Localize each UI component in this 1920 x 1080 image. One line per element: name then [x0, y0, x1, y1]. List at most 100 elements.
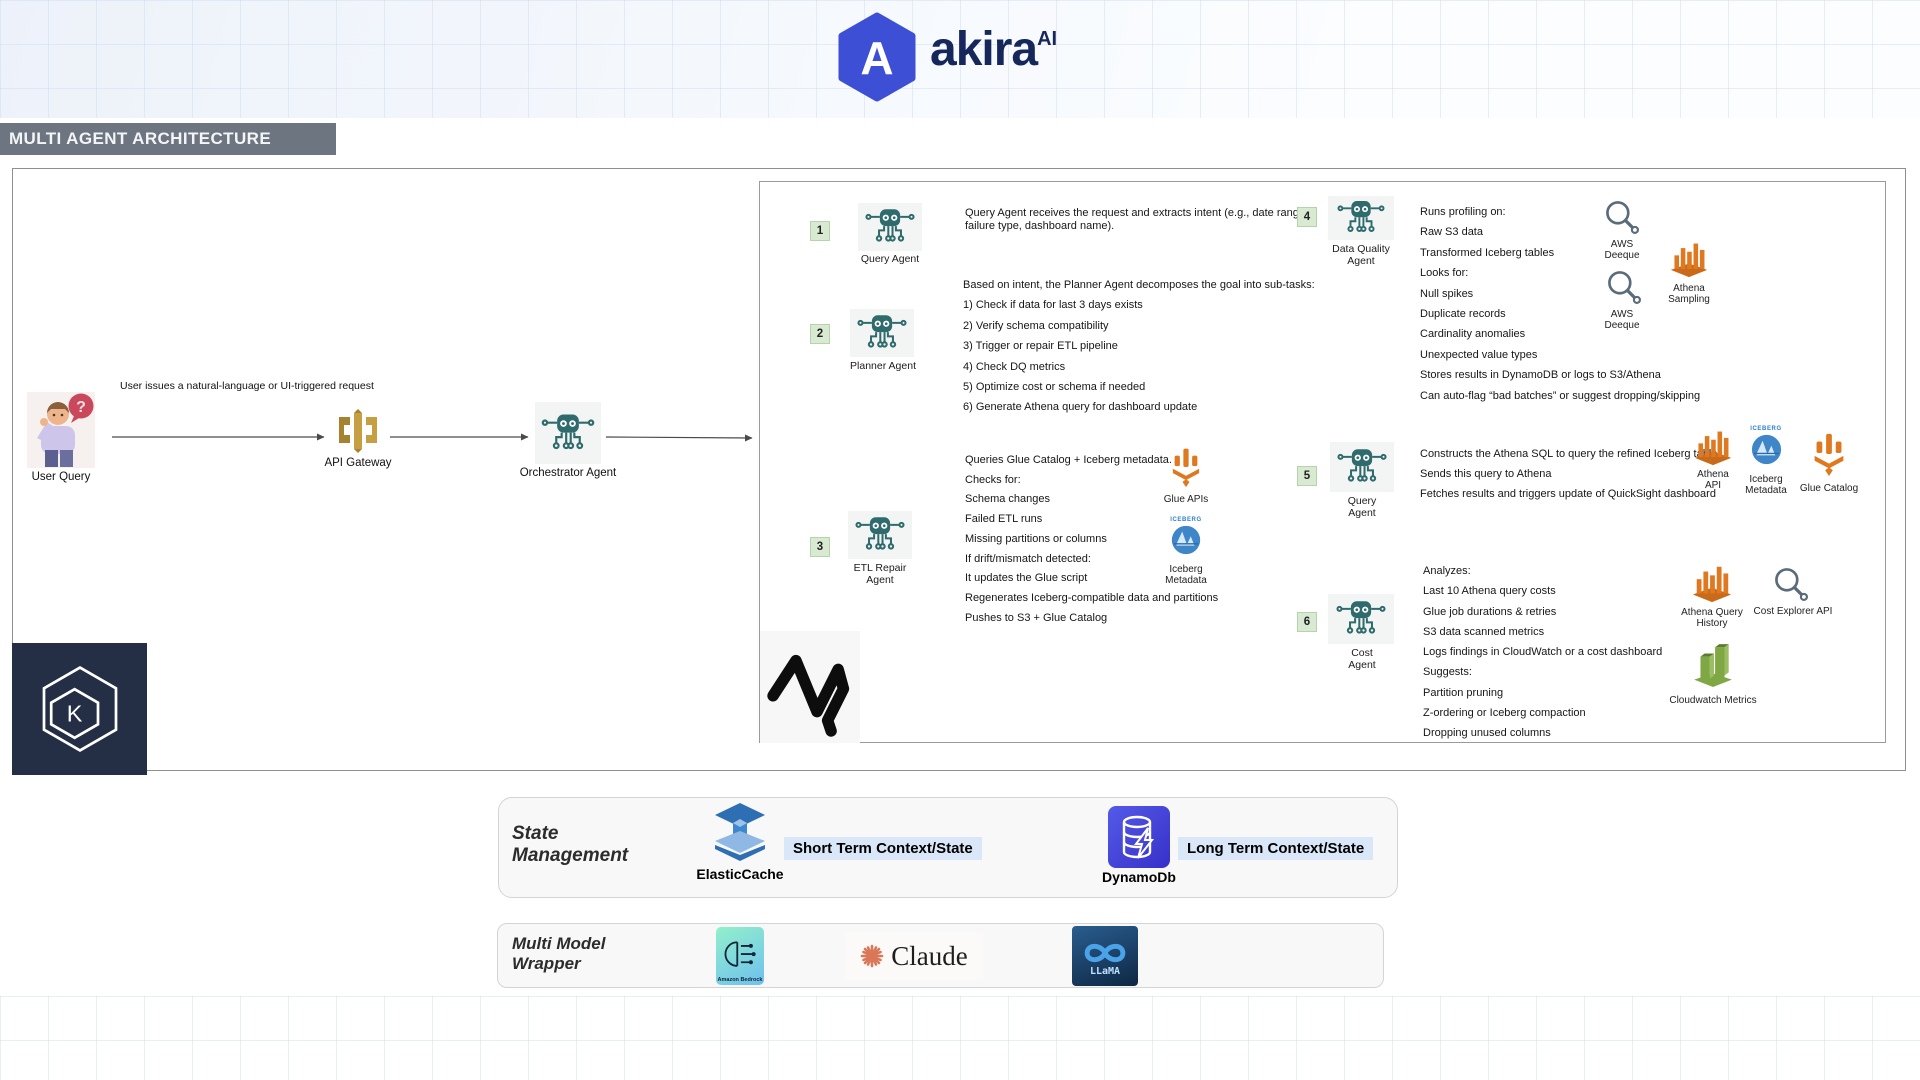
athena-api-label: Athena API	[1697, 469, 1729, 491]
squiggle-logo	[760, 631, 860, 743]
text-line: Dropping unused columns	[1423, 727, 1551, 740]
iceberg-brand-text: ICEBERG	[1170, 517, 1202, 523]
data-quality-agent-icon	[1328, 196, 1394, 240]
agent-5-description: Constructs the Athena SQL to query the r…	[1420, 444, 1840, 504]
llama-wordmark: LLaMA	[1089, 965, 1121, 977]
elasticache-icon	[715, 803, 765, 861]
text-line: Stores results in DynamoDB or logs to S3…	[1420, 369, 1661, 382]
text-line: 5) Optimize cost or schema if needed	[963, 381, 1146, 394]
step-badge-5: 5	[1297, 466, 1317, 486]
agent-5-name: Query Agent	[1347, 495, 1377, 519]
planner-agent-icon	[850, 309, 914, 357]
text-line: Runs profiling on:	[1420, 206, 1506, 218]
brand-suffix: AI	[1037, 28, 1058, 50]
step-badge-2: 2	[810, 324, 830, 344]
text-line: Query Agent receives the request and ext…	[965, 207, 1309, 219]
glue-apis-label: Glue APIs	[1163, 494, 1209, 505]
dynamodb-icon	[1108, 806, 1170, 868]
iceberg-metadata-icon: ICEBERG	[1165, 517, 1207, 561]
api-gateway-icon	[339, 409, 377, 453]
brand-wordmark: akiraAI	[930, 22, 1057, 77]
claude-logo: Claude	[845, 932, 983, 980]
query-agent-5-icon	[1330, 442, 1394, 492]
cost-explorer-api-label: Cost Explorer API	[1753, 606, 1833, 617]
text-line: Regenerates Iceberg-compatible data and …	[965, 591, 1219, 604]
text-line: S3 data scanned metrics	[1423, 625, 1545, 638]
text-line: Analyzes:	[1423, 565, 1471, 577]
aws-deeque-label: AWS Deeque	[1604, 239, 1640, 261]
cost-explorer-api-icon	[1771, 564, 1811, 604]
iceberg-metadata-label: Iceberg Metadata	[1165, 564, 1207, 586]
text-line: Based on intent, the Planner Agent decom…	[963, 279, 1315, 291]
athena-sampling-label: Athena Sampling	[1668, 283, 1710, 305]
glue-catalog-icon	[1806, 431, 1852, 477]
agent-2-name: Planner Agent	[850, 360, 916, 372]
amazon-bedrock-icon: Amazon Bedrock	[716, 927, 764, 985]
text-line: Fetches results and triggers update of Q…	[1420, 488, 1716, 500]
step-badge-4: 4	[1297, 207, 1317, 227]
agent-6-name: Cost Agent	[1348, 647, 1376, 671]
brand-name: akira	[930, 23, 1038, 76]
step-badge-6: 6	[1297, 612, 1317, 632]
request-note: User issues a natural-language or UI-tri…	[120, 380, 374, 392]
user-query-icon: ?	[27, 392, 95, 468]
text-line: Checks for:	[965, 473, 1021, 486]
cloudwatch-metrics-icon	[1690, 641, 1736, 687]
page-title: MULTI AGENT ARCHITECTURE	[0, 123, 336, 155]
aws-deeque-icon	[1602, 197, 1642, 237]
text-line: Null spikes	[1420, 287, 1474, 300]
text-line: Raw S3 data	[1420, 226, 1483, 239]
iceberg-metadata-label-2: Iceberg Metadata	[1745, 474, 1787, 496]
agent-3-description: Queries Glue Catalog + Iceberg metadata.…	[965, 451, 1385, 628]
text-line: It updates the Glue script	[965, 572, 1088, 585]
text-line: Looks for:	[1420, 267, 1469, 280]
dynamodb-label: DynamoDb	[1102, 869, 1176, 885]
agent-1-description: Query Agent receives the request and ext…	[965, 207, 1385, 232]
iceberg-metadata-icon-2: ICEBERG	[1744, 426, 1788, 472]
footer-grid-band	[0, 996, 1920, 1080]
text-line: Failed ETL runs	[965, 513, 1043, 526]
aws-deeque-label-2: AWS Deeque	[1604, 309, 1640, 331]
amazon-bedrock-label: Amazon Bedrock	[717, 977, 763, 983]
text-line: Queries Glue Catalog + Iceberg metadata.	[965, 454, 1172, 466]
orchestrator-agent-icon	[535, 402, 601, 464]
api-gateway-label: API Gateway	[324, 457, 392, 469]
text-line: Last 10 Athena query costs	[1423, 585, 1556, 598]
text-line: Pushes to S3 + Glue Catalog	[965, 611, 1108, 624]
text-line: 3) Trigger or repair ETL pipeline	[963, 340, 1118, 353]
agent-1-name: Query Agent	[860, 253, 920, 265]
text-line: Unexpected value types	[1420, 348, 1538, 361]
text-line: Partition pruning	[1423, 686, 1504, 699]
cloudwatch-metrics-label: Cloudwatch Metrics	[1669, 695, 1757, 706]
text-line: Transformed Iceberg tables	[1420, 246, 1555, 259]
state-management-heading: State Management	[512, 823, 629, 866]
svg-text:?: ?	[76, 399, 86, 416]
text-line: Missing partitions or columns	[965, 532, 1107, 545]
agent-3-name: ETL Repair Agent	[853, 562, 907, 586]
aws-deeque-icon-2	[1604, 267, 1644, 307]
text-line: Constructs the Athena SQL to query the r…	[1420, 448, 1718, 460]
text-line: Cardinality anomalies	[1420, 328, 1526, 341]
step-badge-3: 3	[810, 537, 830, 557]
etl-repair-agent-icon	[848, 511, 912, 559]
text-line: Z-ordering or Iceberg compaction	[1423, 707, 1586, 720]
text-line: Schema changes	[965, 493, 1050, 506]
iceberg-brand-text-2: ICEBERG	[1750, 426, 1782, 432]
athena-sampling-icon	[1666, 239, 1712, 279]
claude-wordmark: Claude	[891, 940, 968, 971]
step-badge-1: 1	[810, 221, 830, 241]
query-agent-icon	[858, 203, 922, 251]
orchestrator-label: Orchestrator Agent	[519, 467, 617, 479]
text-line: Can auto-flag “bad batches” or suggest d…	[1420, 389, 1701, 402]
agent-4-name: Data Quality Agent	[1332, 243, 1390, 267]
long-term-chip: Long Term Context/State	[1178, 837, 1374, 860]
multi-model-wrapper-heading: Multi Model Wrapper	[512, 934, 606, 973]
text-line: failure type, dashboard name).	[965, 219, 1115, 232]
short-term-chip: Short Term Context/State	[784, 837, 982, 860]
flow-arrows	[112, 433, 753, 442]
text-line: 4) Check DQ metrics	[963, 360, 1066, 373]
svg-text:K: K	[66, 701, 82, 727]
elasticache-label: ElasticCache	[696, 866, 784, 882]
